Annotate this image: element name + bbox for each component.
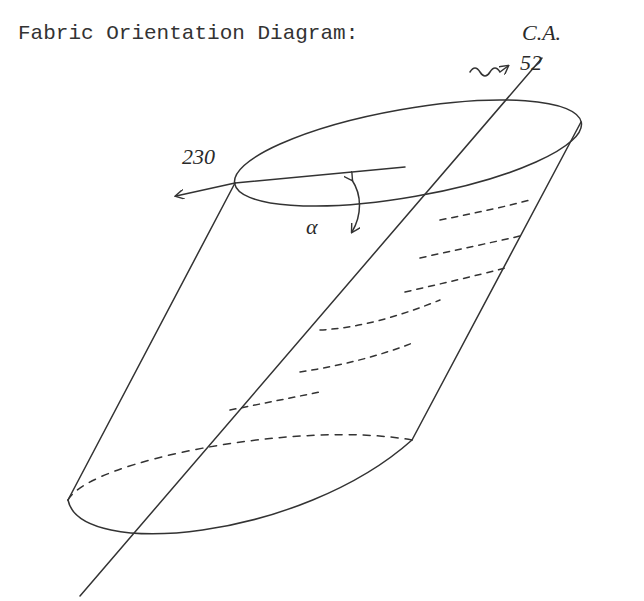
hidden-line [440,200,530,220]
surface-label: 52 [520,50,542,75]
hidden-line [405,268,505,292]
bottom-ellipse-hidden [68,435,412,500]
radius-line [235,167,405,183]
direction-label: 230 [182,144,215,169]
cylinder-side [68,183,235,500]
hidden-line [230,392,320,410]
top-ellipse [227,79,589,227]
bottom-ellipse [68,440,412,534]
angle-label: α [306,214,318,239]
hidden-line [300,342,415,372]
hidden-line [320,300,440,330]
squiggle-arrow [470,66,508,76]
angle-arc [352,180,360,232]
diagram-title: Fabric Orientation Diagram: [18,22,358,46]
cylinder-side [412,122,581,440]
hidden-line [420,236,520,258]
direction-arrow [176,183,235,196]
axis-label: C.A. [522,20,561,45]
